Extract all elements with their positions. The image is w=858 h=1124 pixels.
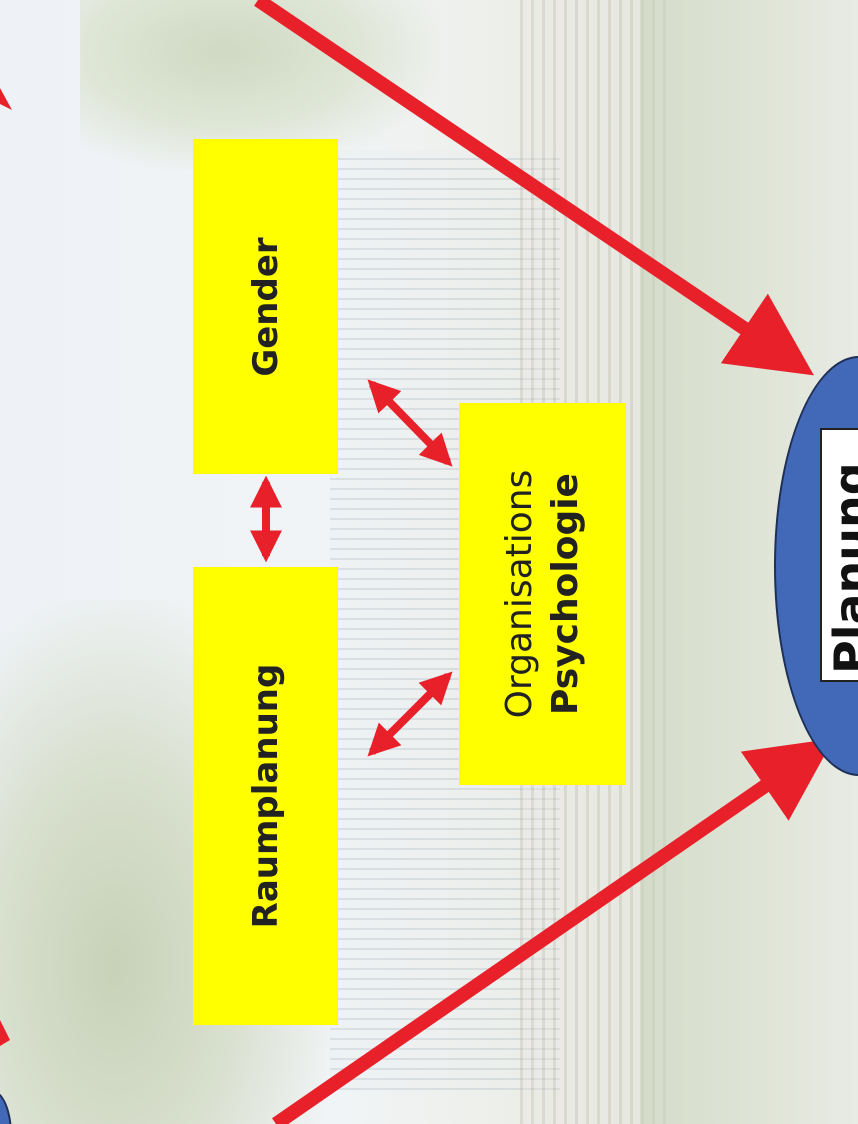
arrow-gender-organisations (372, 384, 448, 462)
arrow-top-to-planung (258, 0, 800, 366)
arrow-raumplanung-organisations (372, 676, 448, 752)
organisations-line: Organisations (497, 470, 543, 719)
planung-label: Planung (824, 462, 858, 674)
raumplanung-label: Raumplanung (246, 664, 286, 929)
arrowhead-stub-top-left (0, 88, 12, 110)
organisationspsychologie-box: Organisations Psychologie (459, 403, 626, 785)
psychologie-line: Psychologie (543, 470, 589, 719)
arrowhead-stub-bottom-left (0, 1020, 10, 1046)
gender-box: Gender (193, 139, 338, 474)
arrow-bottom-to-planung (276, 748, 820, 1124)
planung-label-box: Planung (820, 428, 858, 682)
organisationspsychologie-label: Organisations Psychologie (497, 470, 589, 719)
raumplanung-box: Raumplanung (193, 567, 338, 1025)
gender-label: Gender (246, 237, 286, 376)
